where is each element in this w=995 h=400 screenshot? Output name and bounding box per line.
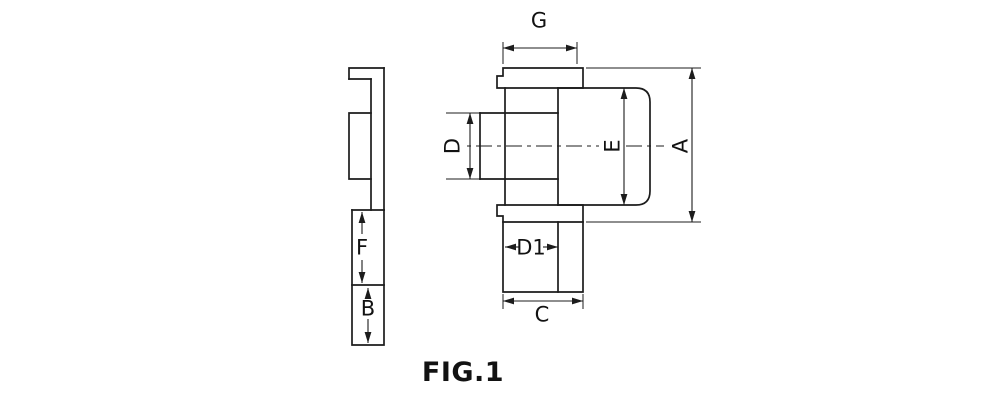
dim-label-e: E xyxy=(600,139,624,152)
dim-label-c: C xyxy=(535,302,550,326)
dimension-lines xyxy=(358,42,701,343)
figure-title: FIG.1 xyxy=(422,357,504,388)
dim-label-d1: D1 xyxy=(516,235,546,259)
dim-label-b: B xyxy=(361,296,375,320)
dim-label-a: A xyxy=(668,138,692,153)
dim-label-d: D xyxy=(440,138,464,154)
dim-label-f: F xyxy=(356,235,368,259)
dimension-labels: G D E A D1 C F B xyxy=(356,8,692,326)
dim-label-g: G xyxy=(531,8,547,32)
front-view xyxy=(479,67,651,293)
left-view xyxy=(348,67,385,346)
